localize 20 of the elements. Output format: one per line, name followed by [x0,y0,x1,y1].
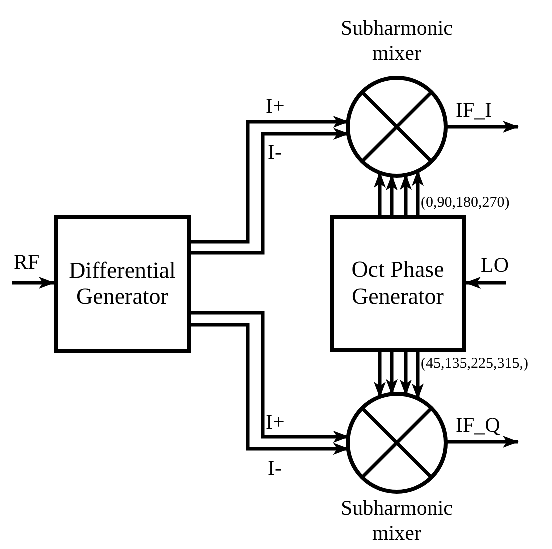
mixer-label: Subharmonic mixer [340,16,454,66]
arrow [374,352,386,398]
arrow [374,172,386,215]
arrow [400,174,412,215]
edge-label: IF_I [456,100,492,121]
arrow [412,352,424,400]
arrow [386,352,398,396]
arrow [400,352,412,396]
edge-label: IF_Q [456,415,500,436]
generator-block: Differential Generator [54,215,191,353]
arrow [446,121,519,133]
arrow [412,170,424,215]
phase-label: (45,135,225,315,) [421,357,528,372]
mixer-label: Subharmonic mixer [340,496,454,546]
arrow [12,277,55,289]
arrow [446,436,519,448]
phase-label: (0,90,180,270) [421,196,510,211]
arrow [386,174,398,215]
arrow [465,277,506,289]
generator-block: Oct Phase Generator [330,215,466,352]
